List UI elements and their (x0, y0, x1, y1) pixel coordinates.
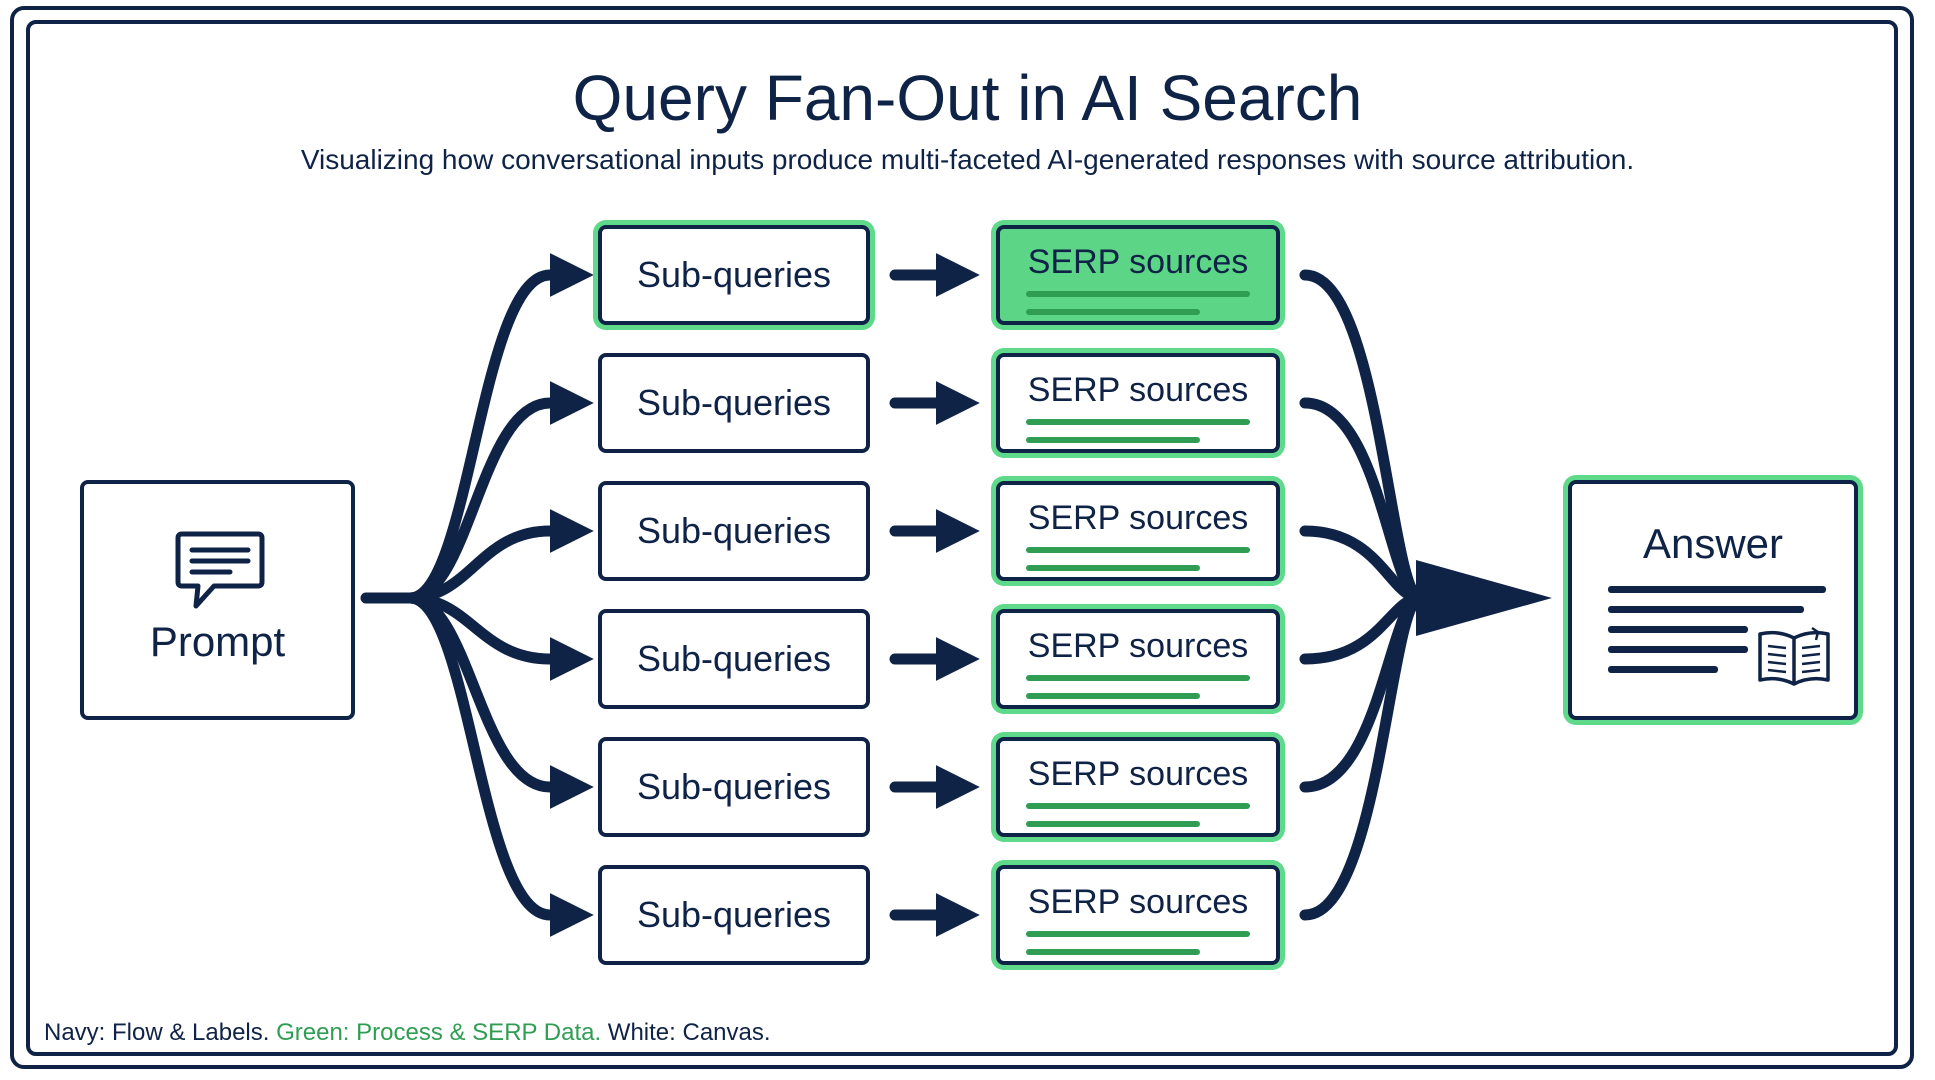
answer-arrowhead (1416, 560, 1552, 636)
fan-out-arrows (360, 253, 594, 937)
fan-in-arrow (1299, 592, 1426, 921)
sub-query-label: Sub-queries (636, 510, 832, 551)
serp-result-line (1026, 693, 1200, 699)
fan-in-arrow (1299, 397, 1426, 604)
chat-bubble-icon (175, 531, 265, 609)
serp-sources-label: SERP sources (1027, 371, 1249, 409)
serp-result-line (1026, 309, 1200, 315)
answer-text-line (1608, 666, 1718, 673)
sub-query-label: Sub-queries (636, 254, 832, 295)
mid-arrows (889, 253, 980, 937)
serp-sources-node: SERP sources (996, 353, 1280, 453)
sub-query-label: Sub-queries (636, 638, 832, 679)
serp-sources-label: SERP sources (1027, 755, 1249, 793)
legend: Navy: Flow & Labels. Green: Process & SE… (44, 1018, 771, 1048)
legend-white: White: Canvas. (607, 1019, 771, 1046)
answer-text-line (1608, 606, 1804, 613)
serp-result-line (1026, 437, 1200, 443)
sub-query-node: Sub-queries (598, 865, 870, 965)
open-book-icon (1758, 626, 1830, 686)
serp-sources-label: SERP sources (1027, 627, 1249, 665)
serp-result-line (1026, 949, 1200, 955)
sub-query-label: Sub-queries (636, 894, 832, 935)
serp-sources-node: SERP sources (996, 865, 1280, 965)
sub-query-node: Sub-queries (598, 609, 870, 709)
legend-navy: Navy: Flow & Labels. (44, 1019, 270, 1046)
fan-in-arrows (1299, 269, 1552, 921)
sub-query-label: Sub-queries (636, 766, 832, 807)
serp-sources-node: SERP sources (996, 737, 1280, 837)
serp-result-line (1026, 565, 1200, 571)
serp-result-line (1026, 931, 1250, 937)
sub-query-node: Sub-queries (598, 353, 870, 453)
outer-frame (10, 6, 1914, 1069)
answer-text-line (1608, 626, 1748, 633)
answer-node: Answer (1568, 480, 1858, 720)
serp-result-line (1026, 291, 1250, 297)
fan-out-arrow (404, 509, 594, 604)
serp-result-line (1026, 419, 1250, 425)
serp-sources-node: SERP sources (996, 225, 1280, 325)
sub-query-node: Sub-queries (598, 737, 870, 837)
answer-text-line (1608, 646, 1748, 653)
serp-sources-label: SERP sources (1027, 243, 1249, 281)
serp-sources-node: SERP sources (996, 481, 1280, 581)
prompt-node: Prompt (80, 480, 355, 720)
serp-result-line (1026, 803, 1250, 809)
serp-result-line (1026, 675, 1250, 681)
serp-sources-node: SERP sources (996, 609, 1280, 709)
serp-result-line (1026, 547, 1250, 553)
serp-result-line (1026, 821, 1200, 827)
answer-text-line (1608, 586, 1826, 593)
fan-out-arrow (404, 592, 594, 937)
prompt-label: Prompt (149, 618, 286, 665)
serp-sources-label: SERP sources (1027, 499, 1249, 537)
sub-query-node: Sub-queries (598, 225, 870, 325)
legend-green: Green: Process & SERP Data. (276, 1019, 602, 1046)
inner-frame (26, 20, 1898, 1056)
page-title: Query Fan-Out in AI Search (572, 62, 1363, 134)
sub-query-node: Sub-queries (598, 481, 870, 581)
sub-query-label: Sub-queries (636, 382, 832, 423)
serp-sources-label: SERP sources (1027, 883, 1249, 921)
fan-out-arrow (404, 381, 594, 604)
answer-label: Answer (1642, 520, 1784, 567)
page-subtitle: Visualizing how conversational inputs pr… (300, 144, 1635, 175)
